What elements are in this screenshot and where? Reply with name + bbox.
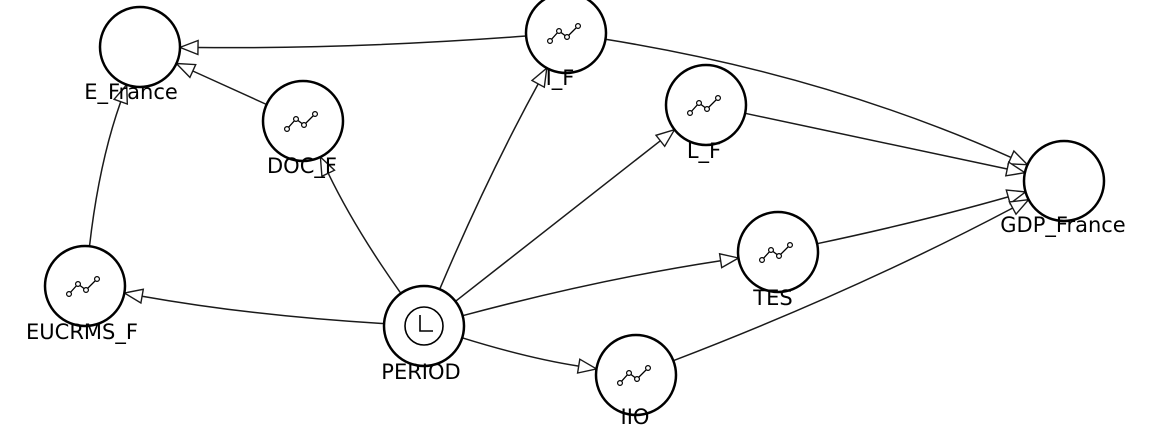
arrowhead (576, 358, 599, 374)
edge-i-f-to-gdp-france (605, 38, 1030, 166)
node-period[interactable]: PERIOD (381, 284, 466, 384)
node-i-f[interactable]: I_F (524, 0, 608, 91)
edge-line (192, 70, 267, 106)
arrowhead (1007, 149, 1030, 166)
node-label: I_F (546, 66, 575, 91)
time-series-icon (546, 23, 581, 44)
node-label: E_France (84, 80, 178, 105)
arrowhead (1004, 160, 1027, 177)
node-eucrms-f[interactable]: EUCRMS_F (26, 244, 138, 345)
edges-layer (88, 35, 1031, 374)
node-circle[interactable] (43, 244, 127, 328)
time-series-icon (686, 94, 721, 116)
edge-period-to-i-f (439, 66, 548, 290)
arrowhead (654, 128, 677, 148)
node-l-f[interactable]: L_F (664, 63, 748, 164)
edge-period-to-l-f (455, 128, 677, 302)
time-series-icon (758, 242, 793, 264)
edge-l-f-to-gdp-france (744, 112, 1027, 177)
arrowhead (112, 82, 129, 106)
arrowhead (122, 288, 145, 305)
edge-line (439, 83, 539, 290)
edge-eucrms-f-to-e-france (88, 82, 129, 247)
edge-line (462, 259, 721, 317)
time-series-icon (284, 110, 319, 132)
node-circle[interactable] (1022, 139, 1106, 223)
edge-period-to-doc-f (319, 155, 402, 294)
edge-line (461, 337, 579, 367)
node-label: DOC_F (267, 154, 337, 179)
node-label: TES (752, 286, 792, 310)
time-series-icon (65, 276, 100, 298)
node-circle[interactable] (736, 210, 820, 294)
node-label: PERIOD (381, 360, 460, 384)
edge-period-to-iio (461, 337, 599, 374)
node-label: EUCRMS_F (26, 320, 138, 345)
arrowhead (174, 62, 197, 79)
edge-line (605, 38, 1012, 159)
node-circle[interactable] (98, 5, 182, 89)
node-doc-f[interactable]: DOC_F (261, 79, 345, 179)
arrowhead (718, 252, 741, 269)
edge-line (197, 35, 527, 49)
node-label: IIO (621, 405, 650, 427)
node-e-france[interactable]: E_France (84, 5, 182, 105)
node-circle[interactable] (261, 79, 345, 163)
edge-period-to-tes (462, 252, 741, 317)
node-circle[interactable] (664, 63, 748, 147)
node-label: L_F (687, 139, 721, 164)
edge-line (816, 196, 1009, 245)
edge-line (327, 172, 402, 294)
node-gdp-france[interactable]: GDP_France (1000, 139, 1126, 238)
arrowhead (530, 66, 548, 89)
node-iio[interactable]: IIO (594, 333, 678, 427)
edge-line (141, 295, 385, 325)
time-series-icon (616, 365, 651, 387)
edge-iio-to-gdp-france (673, 198, 1031, 362)
node-circle[interactable] (594, 333, 678, 417)
edge-doc-f-to-e-france (174, 62, 267, 106)
edge-tes-to-gdp-france (816, 189, 1028, 245)
edge-i-f-to-e-france (178, 35, 527, 56)
edge-period-to-eucrms-f (122, 288, 385, 325)
edge-line (88, 101, 122, 247)
arrowhead (178, 39, 199, 56)
arrowhead (1008, 198, 1031, 216)
node-tes[interactable]: TES (736, 210, 820, 310)
edge-line (455, 140, 661, 302)
edge-line (744, 112, 1008, 170)
clock-icon (404, 306, 444, 346)
node-label: GDP_France (1000, 213, 1125, 238)
edge-line (673, 207, 1014, 362)
arrowhead (1005, 189, 1028, 205)
arrowhead (319, 155, 336, 178)
